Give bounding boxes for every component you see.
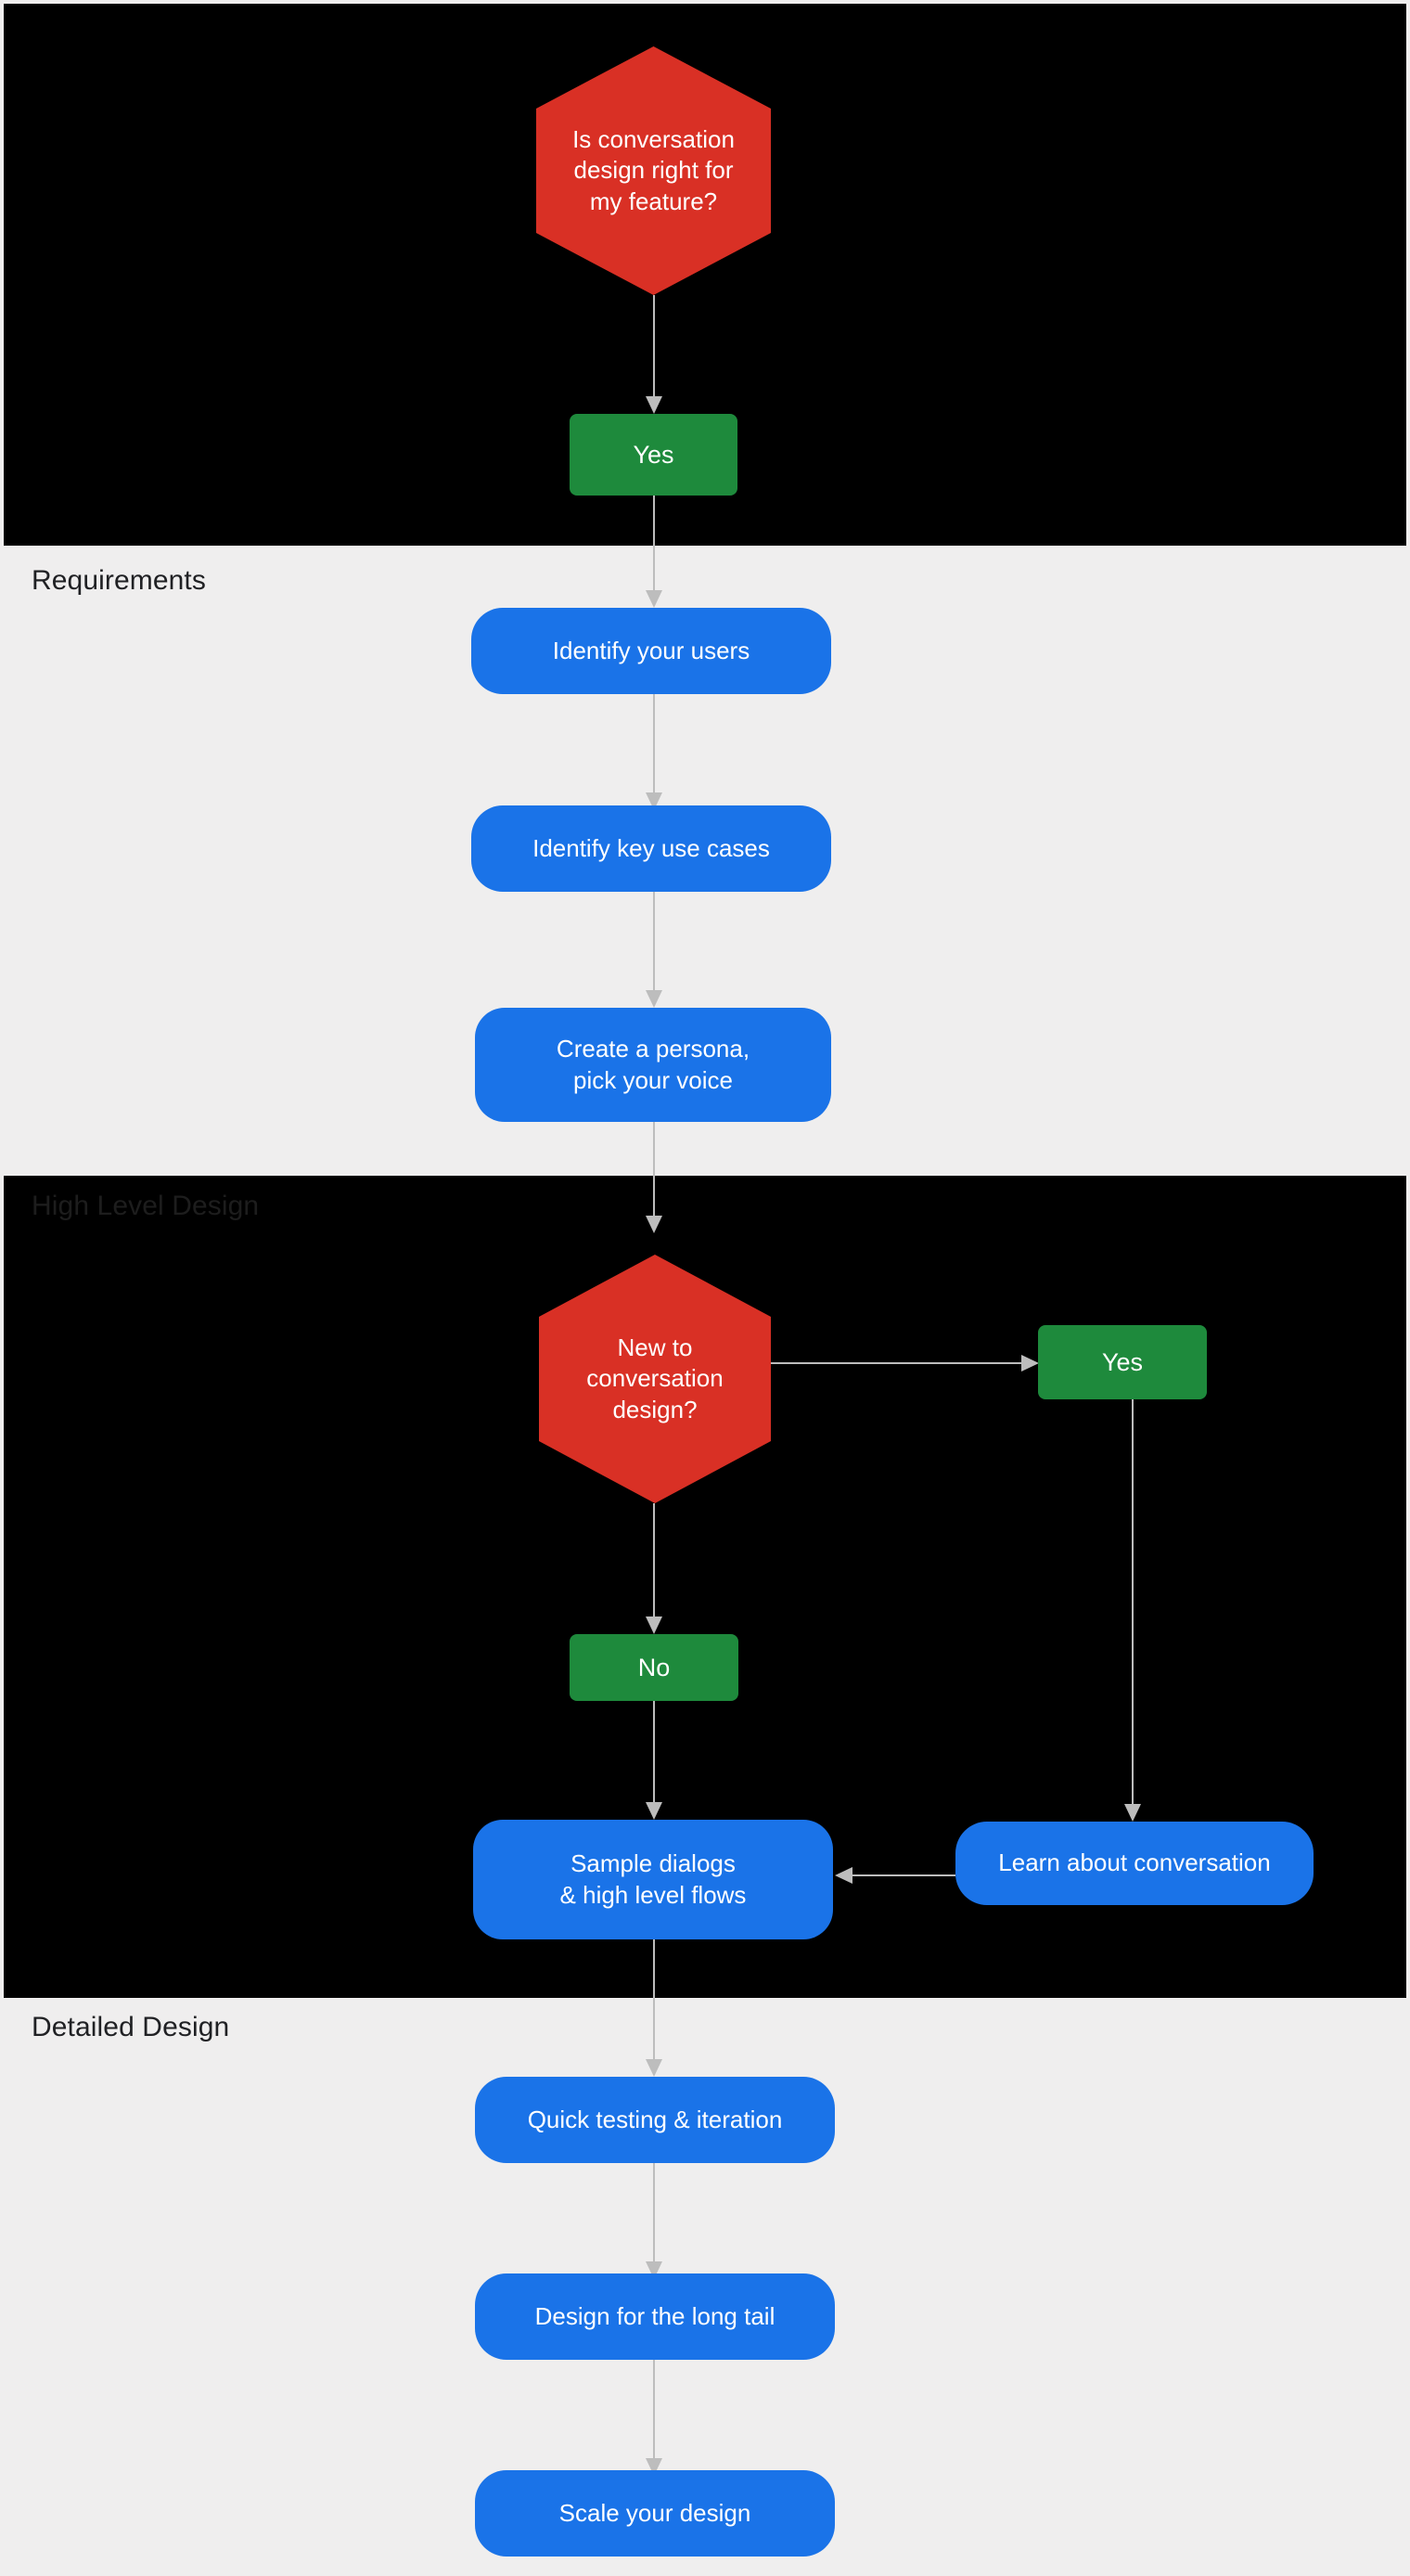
process-design-for-long-tail-label: Design for the long tail [534,2301,776,2330]
process-create-persona-pick-voice-label: Create a persona, pick your voice [556,1035,750,1094]
lane-title-high-level-design: High Level Design [32,1191,260,1221]
process-scale-your-design[interactable]: Scale your design [475,2470,835,2557]
decision-is-conversation-design-right[interactable]: Is conversation design right for my feat… [536,46,771,295]
process-identify-your-users[interactable]: Identify your users [471,608,831,694]
process-scale-your-design-label: Scale your design [558,2498,751,2527]
chip-yes-top[interactable]: Yes [570,414,737,496]
lane-title-detailed-design: Detailed Design [32,2012,230,2042]
process-identify-key-use-cases-label: Identify key use cases [532,833,770,862]
chip-yes-right-label: Yes [1101,1347,1144,1376]
process-sample-dialogs-high-level-flows[interactable]: Sample dialogs & high level flows [473,1820,833,1939]
chip-no[interactable]: No [570,1634,738,1701]
process-sample-dialogs-high-level-flows-label: Sample dialogs & high level flows [559,1849,747,1909]
process-learn-about-conversation[interactable]: Learn about conversation [955,1822,1314,1905]
chip-no-label: No [637,1653,671,1681]
chip-yes-right[interactable]: Yes [1038,1325,1207,1399]
process-identify-your-users-label: Identify your users [552,636,750,664]
process-identify-key-use-cases[interactable]: Identify key use cases [471,805,831,892]
process-create-persona-pick-voice[interactable]: Create a persona, pick your voice [475,1008,831,1122]
decision-is-conversation-design-right-label: Is conversation design right for my feat… [572,125,735,215]
process-quick-testing-iteration-label: Quick testing & iteration [527,2105,783,2133]
decision-new-to-conversation-design-label: New to conversation design? [586,1333,724,1423]
process-design-for-long-tail[interactable]: Design for the long tail [475,2273,835,2360]
chip-yes-top-label: Yes [633,440,674,469]
process-quick-testing-iteration[interactable]: Quick testing & iteration [475,2077,835,2163]
lane-title-requirements: Requirements [32,565,206,596]
process-learn-about-conversation-label: Learn about conversation [998,1848,1271,1877]
